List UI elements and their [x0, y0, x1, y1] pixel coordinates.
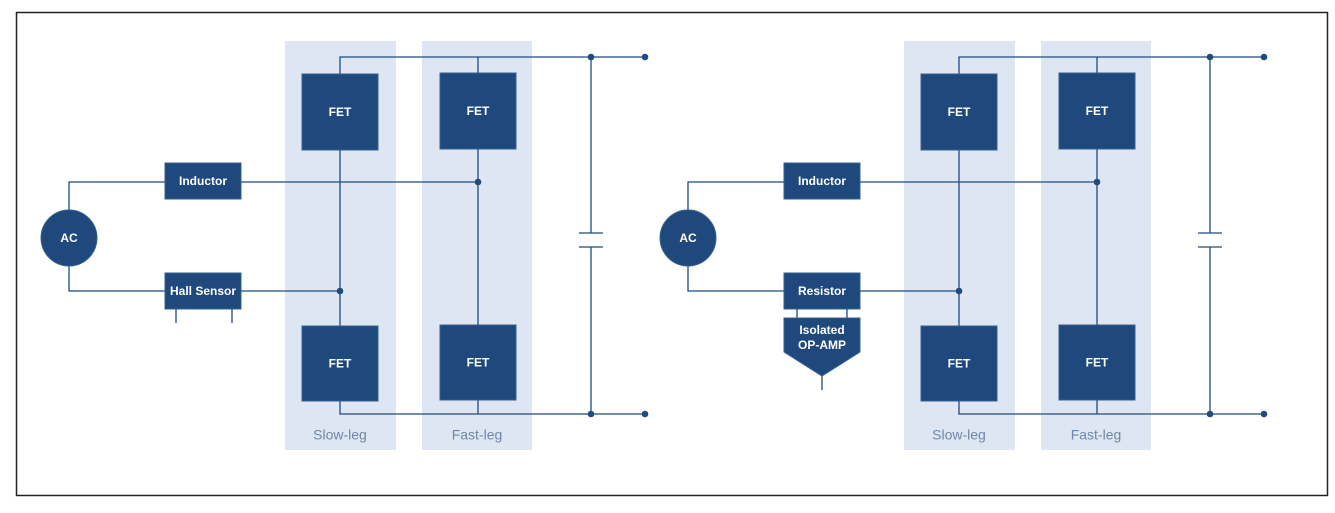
- wire-ac-to-sensor: [687, 266, 784, 292]
- fet-slow-high-label: FET: [948, 105, 971, 119]
- opamp-label-line: Isolated: [799, 323, 844, 337]
- wire-ac-to-sensor: [68, 266, 165, 292]
- wire-top-rail: [958, 56, 1264, 74]
- wire-top-rail: [339, 56, 645, 74]
- fet-slow-low: [301, 325, 379, 402]
- terminal-top: [1260, 53, 1268, 61]
- wire-ac-to-inductor: [687, 181, 784, 210]
- fet-slow-low-label: FET: [329, 357, 352, 371]
- node-fast-leg-midpoint: [1093, 178, 1101, 186]
- fet-slow-low: [920, 325, 998, 402]
- terminal-top: [641, 53, 649, 61]
- inductor-box: [783, 162, 861, 200]
- ac-source-label: AC: [60, 231, 78, 245]
- node-fast-leg-midpoint: [474, 178, 482, 186]
- sense-label: Resistor: [798, 284, 846, 298]
- fet-fast-low: [439, 324, 517, 401]
- fet-fast-low-label: FET: [1086, 356, 1109, 370]
- ac-source: [659, 209, 717, 267]
- sense-box: [164, 272, 242, 310]
- node-top-rail: [1206, 53, 1214, 61]
- fet-fast-low-label: FET: [467, 356, 490, 370]
- node-top-rail: [587, 53, 595, 61]
- fet-fast-high: [1058, 72, 1136, 150]
- ac-source: [40, 209, 98, 267]
- isolated-opamp: [783, 317, 861, 377]
- fet-slow-high: [301, 73, 379, 151]
- fet-fast-high-label: FET: [1086, 104, 1109, 118]
- outer-frame: [15, 11, 1329, 497]
- slow-leg-label: Slow-leg: [313, 427, 367, 443]
- fet-fast-low: [1058, 324, 1136, 401]
- wire-ac-to-inductor: [68, 181, 165, 210]
- fet-slow-low-label: FET: [948, 357, 971, 371]
- wire-bottom-rail: [339, 401, 645, 415]
- fet-fast-high: [439, 72, 517, 150]
- terminal-bottom: [1260, 410, 1268, 418]
- node-slow-leg-midpoint: [955, 287, 963, 295]
- ac-source-label: AC: [679, 231, 697, 245]
- node-bottom-rail: [587, 410, 595, 418]
- fet-slow-high: [920, 73, 998, 151]
- opamp-label-line: OP-AMP: [798, 338, 846, 352]
- fast-leg-label: Fast-leg: [452, 427, 503, 443]
- inductor-label: Inductor: [798, 174, 846, 188]
- slow-leg-label: Slow-leg: [932, 427, 986, 443]
- inductor-label: Inductor: [179, 174, 227, 188]
- inductor-box: [164, 162, 242, 200]
- terminal-bottom: [641, 410, 649, 418]
- fet-slow-high-label: FET: [329, 105, 352, 119]
- sense-label: Hall Sensor: [170, 284, 236, 298]
- node-slow-leg-midpoint: [336, 287, 344, 295]
- wire-bottom-rail: [958, 401, 1264, 415]
- fast-leg-label: Fast-leg: [1071, 427, 1122, 443]
- sense-box: [783, 272, 861, 310]
- node-bottom-rail: [1206, 410, 1214, 418]
- fet-fast-high-label: FET: [467, 104, 490, 118]
